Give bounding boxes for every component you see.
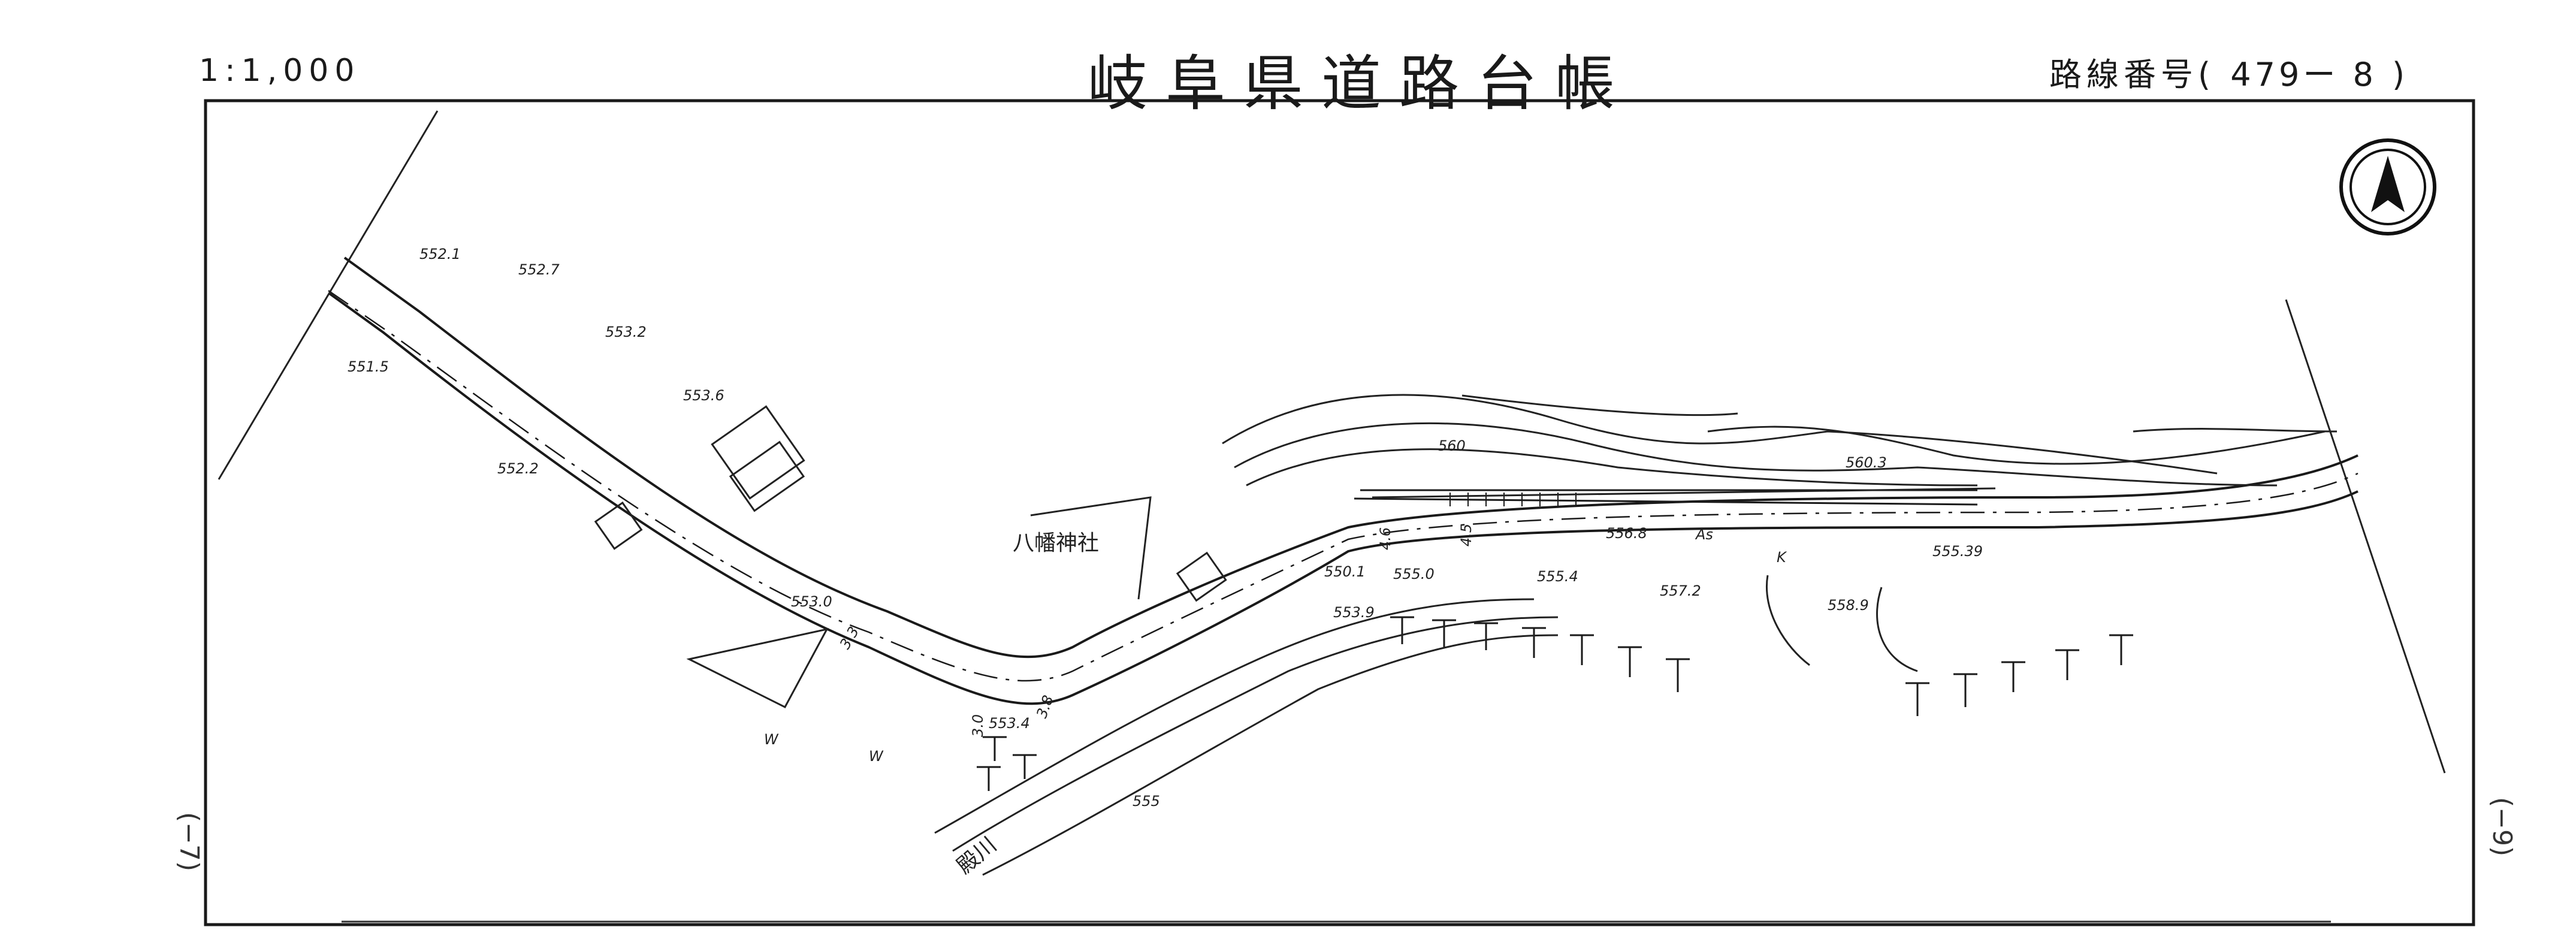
route-number: 路線番号( 479ー 8 ) <box>2049 48 2409 95</box>
elevation-label: 553.9 <box>1333 604 1375 621</box>
left-margin-mark: (−7) <box>174 812 204 872</box>
elevation-label: 560 <box>1438 437 1466 454</box>
road-width-label: 4.5 <box>1458 524 1475 547</box>
elevation-label: 560.3 <box>1846 454 1887 471</box>
structures <box>594 405 1996 708</box>
route-number-value: 479ー 8 <box>2230 56 2377 93</box>
water-symbol: W <box>869 748 884 765</box>
curb-symbol: K <box>1777 549 1787 566</box>
elevation-label: 555.39 <box>1932 543 1983 560</box>
elevation-label: 552.2 <box>497 460 539 477</box>
boundary-lines <box>218 110 2446 774</box>
elevation-label: 553.6 <box>683 387 724 404</box>
elevation-label: 553.2 <box>605 324 647 340</box>
elevation-label: 553.4 <box>989 715 1030 732</box>
elevation-label: 558.9 <box>1828 597 1869 614</box>
elevation-label: 550.1 <box>1324 563 1366 580</box>
elevation-labels: 552.1 552.7 553.2 551.5 553.6 552.2 553.… <box>348 246 1983 810</box>
page-title: 岐阜県道路台帳 <box>1088 49 1633 119</box>
elevation-label: 556.8 <box>1606 525 1647 542</box>
river-name: 殿川 <box>952 832 1001 879</box>
contour-lines <box>934 394 2338 876</box>
pavement-symbol: As <box>1695 526 1713 543</box>
elevation-label: 552.1 <box>419 246 461 262</box>
elevation-label: 555 <box>1133 793 1160 810</box>
elevation-label: 552.7 <box>518 261 560 278</box>
north-arrow-icon <box>2339 138 2436 236</box>
elevation-label: 553.0 <box>791 593 832 610</box>
water-symbol: W <box>764 731 779 748</box>
road-width-label: 3.0 <box>970 714 986 737</box>
right-margin-mark: (−9) <box>2487 797 2517 857</box>
road-width-label: 3.8 <box>1033 693 1056 720</box>
map-frame <box>204 99 2475 926</box>
elevation-label: 555.4 <box>1537 568 1578 585</box>
road-width-label: 4.6 <box>1377 527 1394 550</box>
slope-marks <box>977 616 2133 791</box>
shrine-name: 八幡神社 <box>1013 531 1099 555</box>
route-close: ) <box>2392 56 2410 93</box>
elevation-label: 555.0 <box>1393 566 1435 582</box>
road-outline <box>328 256 2358 705</box>
elevation-label: 551.5 <box>348 358 389 375</box>
route-label: 路線番号( <box>2049 56 2216 93</box>
elevation-label: 557.2 <box>1660 582 1701 599</box>
map-scale: 1:1,000 <box>199 53 361 89</box>
